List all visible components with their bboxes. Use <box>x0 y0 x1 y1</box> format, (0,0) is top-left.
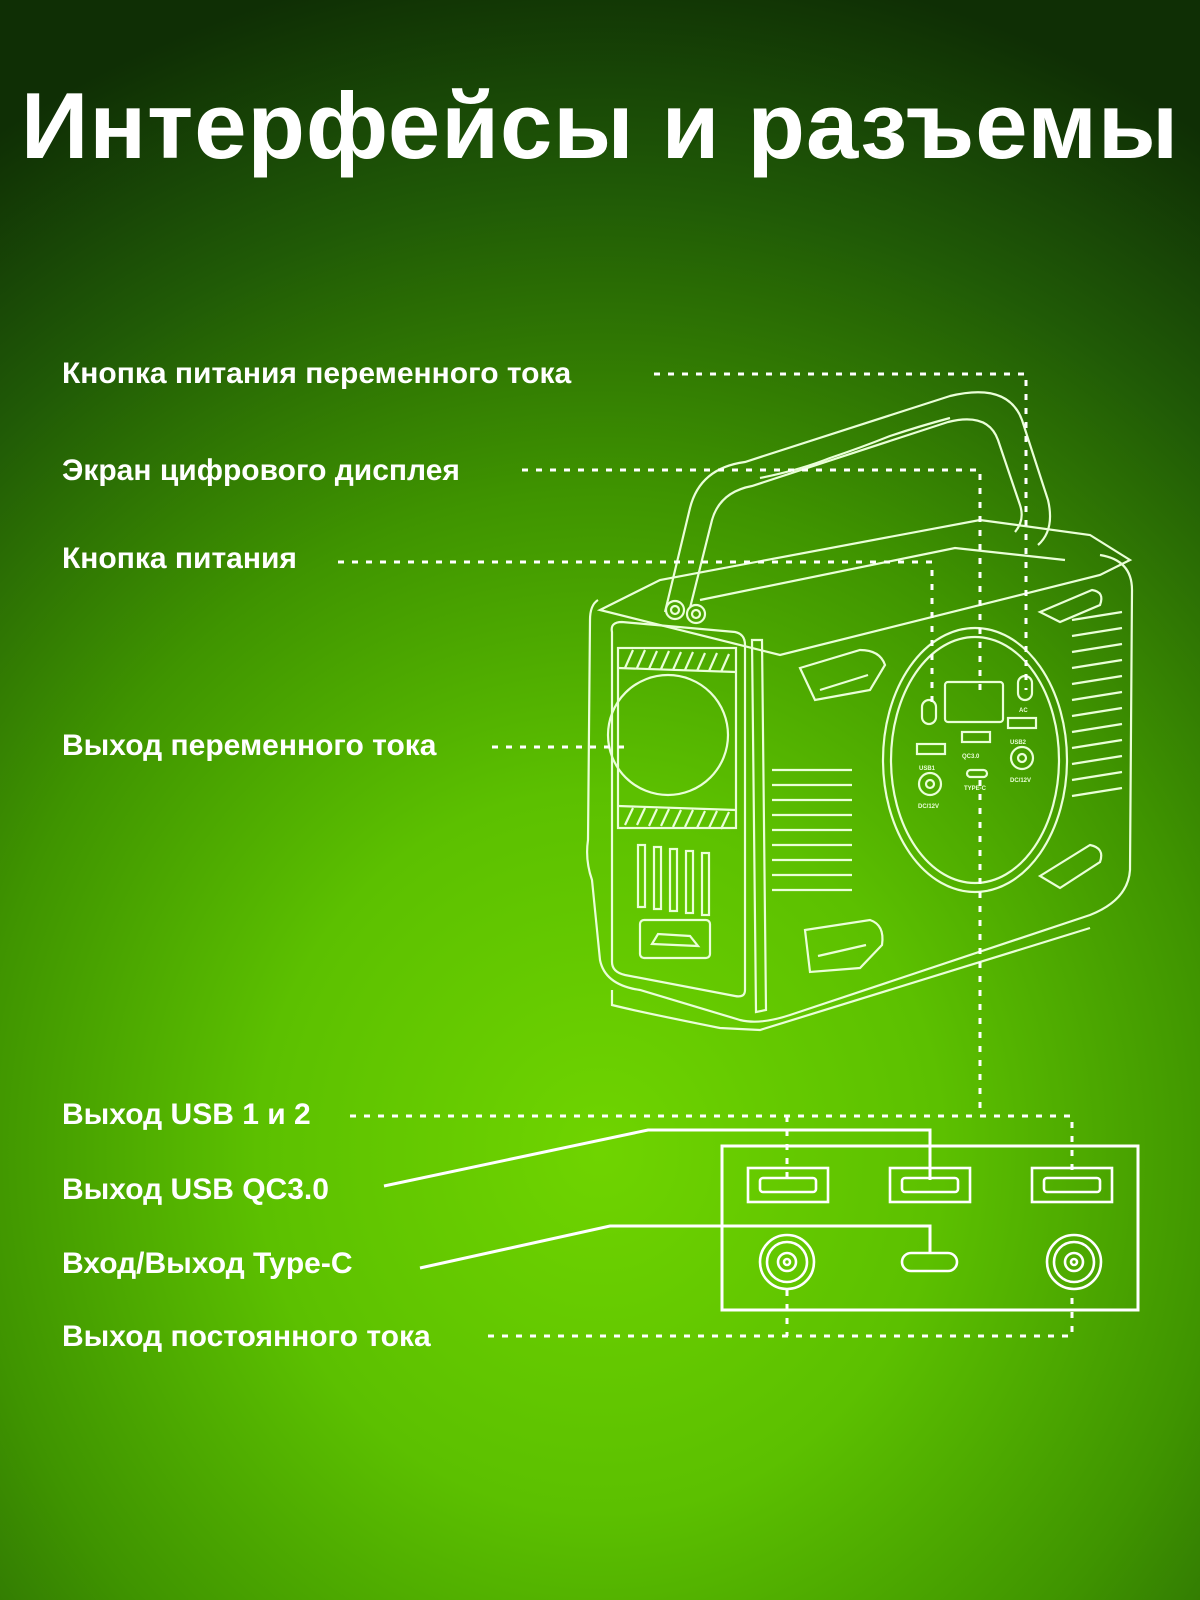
label-usb-qc30: Выход USB QC3.0 <box>62 1173 329 1206</box>
leader-type-c <box>419 1224 932 1270</box>
leader-dc-output <box>488 1290 1074 1338</box>
handle-pivot-left <box>664 599 686 621</box>
label-power-button: Кнопка питания <box>62 542 297 575</box>
ac-hatch-bottom <box>624 807 730 830</box>
label-dc-output: Выход постоянного тока <box>62 1320 431 1353</box>
panel-typec-port <box>965 768 989 779</box>
leader-digital-display <box>522 468 982 690</box>
body-outline <box>586 553 1134 1023</box>
ac-socket <box>606 673 730 797</box>
panel-power-button <box>920 698 938 726</box>
leader-usb-1-2 <box>350 1114 1074 1178</box>
detail-dc-left-port <box>758 1233 816 1291</box>
mark-usb1: USB1 <box>919 766 936 772</box>
right-ribs <box>1071 610 1123 798</box>
bumper-bottom-left <box>803 918 884 974</box>
detail-usb1-port <box>746 1166 830 1204</box>
detail-typec-port <box>900 1251 959 1273</box>
panel-qc-port <box>960 730 992 744</box>
ac-socket-frame <box>616 646 738 830</box>
handle-inner <box>688 418 1023 609</box>
detail-dc-right-port <box>1045 1233 1103 1291</box>
side-ribs <box>772 768 852 892</box>
mark-typec: TYPE-C <box>964 786 987 792</box>
label-type-c: Вход/Выход Type-C <box>62 1247 353 1280</box>
ac-face <box>610 620 747 998</box>
car-badge <box>638 918 712 960</box>
handle-pivot-right <box>685 603 707 625</box>
mark-ac: AC <box>1019 708 1028 714</box>
ac-vents <box>636 843 711 917</box>
handle-outer <box>663 391 1052 613</box>
power-station-illustration <box>586 391 1134 1032</box>
mark-dc-left: DC/12V <box>918 804 939 810</box>
panel-dc-right <box>1009 745 1035 771</box>
bumper-top-left <box>798 648 887 702</box>
leader-power-button <box>338 560 934 708</box>
label-usb-1-2: Выход USB 1 и 2 <box>62 1098 311 1131</box>
label-digital-display: Экран цифрового дисплея <box>62 454 460 487</box>
handle-grip <box>759 416 951 480</box>
display-screen <box>943 680 1005 724</box>
panel-usb1-port <box>915 742 947 756</box>
mark-qc30: QC3.0 <box>962 754 980 760</box>
panel-dc-left <box>917 771 943 797</box>
mark-usb2: USB2 <box>1010 740 1027 746</box>
label-ac-output: Выход переменного тока <box>62 729 437 762</box>
ac-hatch-top <box>623 649 731 673</box>
front-panel <box>881 626 1069 894</box>
panel-usb2-port <box>1006 716 1038 730</box>
leader-usb-qc30 <box>383 1128 932 1188</box>
top-lid <box>596 518 1133 657</box>
page-title: Интерфейсы и разъемы <box>20 73 1180 178</box>
mark-dc-right: DC/12V <box>1010 778 1031 784</box>
label-ac-power-button: Кнопка питания переменного тока <box>62 357 572 390</box>
